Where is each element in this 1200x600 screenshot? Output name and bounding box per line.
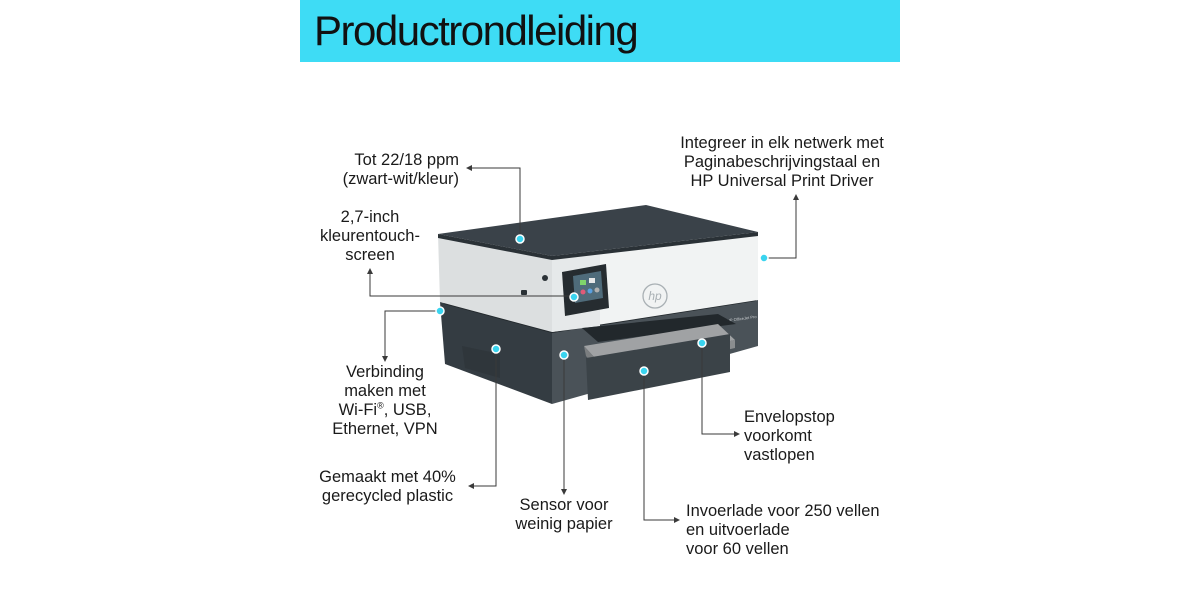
callout-sensor-line: weinig papier xyxy=(515,515,613,533)
printer: hp HP OfficeJet Pro xyxy=(438,205,758,404)
hp-logo: hp xyxy=(642,283,668,309)
printer-body-left xyxy=(438,234,552,332)
printer-top-cover-rim xyxy=(438,232,758,260)
callout-connect-line: maken met xyxy=(344,382,426,400)
leader-trays xyxy=(643,371,678,521)
callout-connect-line: Ethernet, VPN xyxy=(332,420,438,438)
printer-seam xyxy=(444,298,756,333)
callout-speed-line: Tot 22/18 ppm xyxy=(354,151,459,169)
callout-trays-line: voor 60 vellen xyxy=(686,540,789,558)
callout-trays-line: Invoerlade voor 250 vellen xyxy=(686,502,880,520)
callout-network-line: Integreer in elk netwerk met xyxy=(680,134,884,152)
output-tray-slot xyxy=(582,314,736,342)
callout-connect-line: Wi-Fi®, USB, xyxy=(315,401,455,420)
callout-envelope-line: Envelopstop xyxy=(744,408,835,426)
wifi-text: Wi-Fi xyxy=(338,401,378,419)
callout-screen-line: kleurentouch- xyxy=(320,227,420,245)
callout-dot-envelope xyxy=(697,338,707,348)
page-title: Productrondleiding xyxy=(314,7,639,54)
leader-screen xyxy=(369,270,574,297)
callout-screen-line: 2,7-inch xyxy=(340,208,400,226)
model-badge: HP OfficeJet Pro xyxy=(727,314,758,323)
callout-connect: Verbinding maken met Wi-Fi®, USB, Ethern… xyxy=(315,363,455,439)
callout-sensor: Sensor voor weinig papier xyxy=(494,496,634,534)
leader-connect xyxy=(384,310,440,360)
usb-text: , USB, xyxy=(383,401,432,419)
callout-dot-screen xyxy=(569,292,579,302)
callout-screen: 2,7-inch kleurentouch- screen xyxy=(300,208,440,265)
leader-network xyxy=(765,196,797,259)
leader-speed xyxy=(468,167,521,238)
callout-dot-trays xyxy=(639,366,649,376)
callout-dot-recycled xyxy=(491,344,501,354)
printer-base-notch xyxy=(462,346,500,378)
leader-recycled xyxy=(470,349,497,487)
control-panel xyxy=(562,264,609,316)
svg-text:hp: hp xyxy=(648,289,662,303)
callout-screen-line: screen xyxy=(345,246,395,264)
callout-dot-sensor xyxy=(559,350,569,360)
callout-speed-line: (zwart-wit/kleur) xyxy=(342,170,459,188)
callout-recycled: Gemaakt met 40% gerecycled plastic xyxy=(300,468,475,506)
callout-recycled-line: Gemaakt met 40% xyxy=(319,468,456,486)
callout-envelope-line: voorkomt xyxy=(744,427,812,445)
callout-recycled-line: gerecycled plastic xyxy=(321,487,454,505)
registered-mark: ® xyxy=(377,400,384,411)
callout-network: Integreer in elk netwerk met Paginabesch… xyxy=(662,134,902,191)
callout-network-line: HP Universal Print Driver xyxy=(690,172,874,190)
callout-speed: Tot 22/18 ppm (zwart-wit/kleur) xyxy=(343,151,459,189)
callout-dot-network xyxy=(759,253,769,263)
callout-trays-line: en uitvoerlade xyxy=(686,521,790,539)
callout-connect-line: Verbinding xyxy=(346,363,424,381)
power-light xyxy=(542,275,548,281)
title-banner: Productrondleiding xyxy=(300,0,900,62)
callout-envelope-line: vastlopen xyxy=(744,446,815,464)
callout-envelope: Envelopstop voorkomt vastlopen xyxy=(744,408,835,465)
leader-envelope xyxy=(701,344,738,435)
callout-dot-connect xyxy=(435,306,445,316)
callout-sensor-line: Sensor voor xyxy=(519,496,609,514)
callout-network-line: Paginabeschrijvingstaal en xyxy=(683,153,881,171)
callout-dot-speed xyxy=(515,234,525,244)
input-tray-front xyxy=(586,334,730,400)
callout-trays: Invoerlade voor 250 vellen en uitvoerlad… xyxy=(686,502,880,559)
power-button xyxy=(521,290,527,295)
